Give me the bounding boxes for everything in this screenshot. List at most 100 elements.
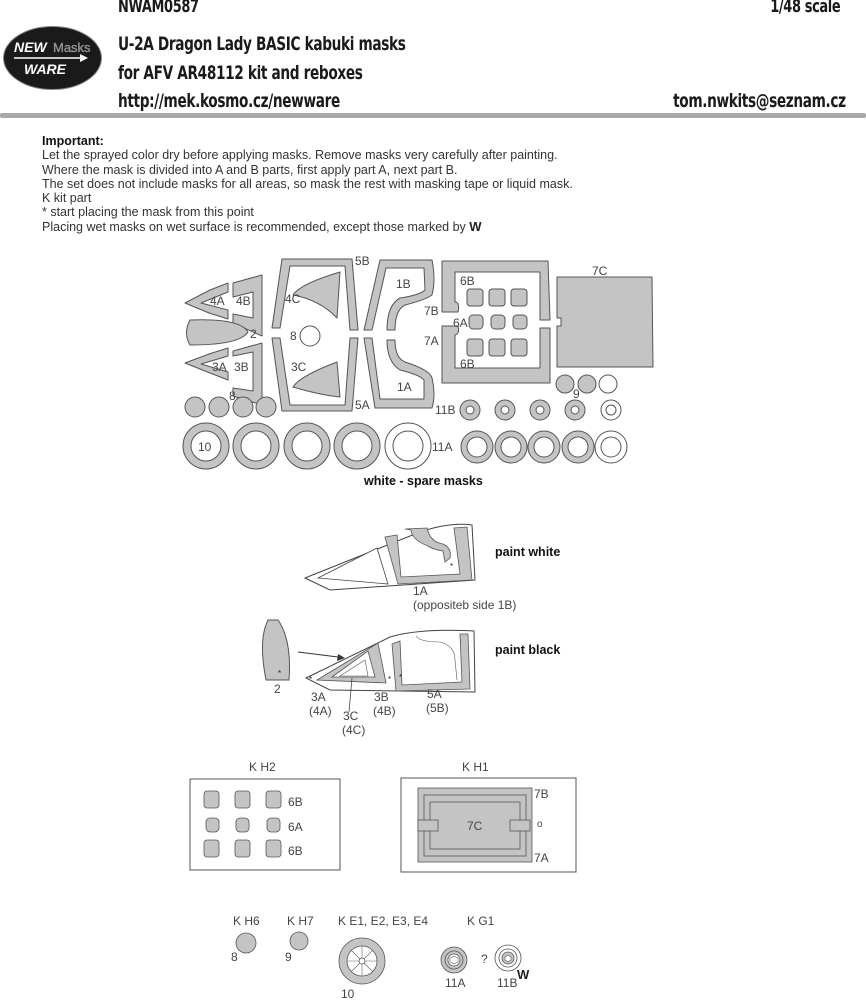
mask-8a [184,396,206,418]
kit-h7-title: K H7 [287,914,314,928]
label-5b: 5B [355,254,370,268]
mask-4b [232,274,263,337]
mask-8c [232,396,254,418]
label-3b: 3B [234,360,249,374]
instructions-block: Important: Let the sprayed color dry bef… [42,134,573,234]
kit-g1-label-11a: 11A [445,976,466,990]
mask-6b [510,338,528,357]
paint-white-label: paint white [495,545,561,559]
instruction-line: Placing wet masks on wet surface is reco… [42,218,482,234]
kit-g1-label-11b: 11B [497,976,518,990]
label-4b: 4B [236,294,251,308]
kit-h1-bottom: 7A [534,851,549,865]
label-canopy-5b: (5B) [426,701,449,715]
spare-masks-note: white - spare masks [364,474,483,488]
mask-6b [466,288,484,307]
mask-4c [292,271,341,319]
label-11a: 11A [432,440,453,454]
newware-logo: NEW Masks WARE [2,25,103,91]
mask-6a [490,314,506,330]
kit-h1-title: K H1 [462,760,489,774]
mask-1a [363,337,435,409]
label-canopy-4b: (4B) [373,704,396,718]
mask-3b [232,342,263,406]
mask-2 [186,319,249,346]
paint-black-label: paint black [495,643,561,657]
kit-h2-title: K H2 [249,760,276,774]
svg-text:WARE: WARE [24,61,67,77]
label-canopy-3a: 3A [311,690,326,704]
label-canopy-4a: (4A) [309,704,332,718]
label-4a: 4A [210,294,225,308]
mask-3a [184,347,229,381]
mask-6a [468,314,484,330]
kit-h2-row1: 6B [288,795,303,809]
label-8-center: 8 [290,329,297,343]
mask-6b [466,338,484,357]
instruction-line: Where the mask is divided into A and B p… [42,162,458,177]
svg-text:NEW: NEW [14,39,48,55]
mask-7b [441,260,551,321]
kit-g1-title: K G1 [467,914,495,928]
kit-h1-center: 7C [467,819,483,833]
label-7b: 7B [424,304,439,318]
product-code: NWAM0587 [118,0,199,17]
canopy-white-part-label: 1A [413,584,428,598]
wet-marker-icon: W [517,967,529,982]
kit-h2-diagram [189,778,341,871]
svg-text:*: * [309,675,312,684]
mask-8b [208,396,230,418]
kit-e-label: 10 [341,987,355,1001]
mask-6b [510,288,528,307]
label-8: 8 [229,389,236,403]
mask-3c [292,361,341,398]
kit-h1-diagram [400,777,577,873]
canopy-white-opposite-note: (oppositeb side 1B) [413,598,517,612]
label-6a: 6A [453,316,468,330]
mask-7a [441,325,551,384]
label-3c: 3C [291,360,307,374]
mask-4a [184,282,229,320]
svg-text:*: * [388,675,391,684]
kit-h1-top: 7B [534,787,549,801]
label-7a: 7A [424,334,439,348]
label-3a: 3A [212,360,227,374]
instruction-line: The set does not include masks for all a… [42,176,573,191]
label-canopy-3c: 3C [343,709,359,723]
label-6b-bottom: 6B [460,357,475,371]
label-5a: 5A [355,398,370,412]
mask-6b [488,288,506,307]
scale-label: 1/48 scale [769,0,840,17]
mask-9 [555,374,575,394]
instruction-line: K kit part [42,191,92,206]
label-2: 2 [250,327,257,341]
mask-9-spare [598,374,618,394]
mask-7c [556,276,654,368]
label-1a: 1A [397,380,412,394]
mask-9 [577,374,597,394]
kit-h6-title: K H6 [233,914,260,928]
svg-text:*: * [278,669,281,678]
product-title: U-2A Dragon Lady BASIC kabuki masks [118,33,406,55]
website-link[interactable]: http://mek.kosmo.cz/newware [118,90,340,112]
label-10: 10 [198,440,212,454]
mask-6a [512,314,528,330]
label-6b-top: 6B [460,274,475,288]
kit-h2-row3: 6B [288,844,303,858]
svg-text:*: * [450,562,453,571]
canopy-white-diagram: * [303,523,476,591]
label-9: 9 [573,387,580,401]
instruction-line: Let the sprayed color dry before applyin… [42,148,558,163]
svg-text:Masks: Masks [53,40,91,55]
canopy-black-diagram: * * * * [262,619,476,713]
mask-6b [488,338,506,357]
label-1b: 1B [396,277,411,291]
label-canopy-2: 2 [274,682,281,696]
email-link[interactable]: tom.nwkits@seznam.cz [673,90,846,112]
wheel-diagrams [235,931,522,985]
mask-5b [271,258,359,331]
kit-e-title: K E1, E2, E3, E4 [338,914,429,928]
label-4c: 4C [285,292,301,306]
label-11b: 11B [435,403,456,417]
